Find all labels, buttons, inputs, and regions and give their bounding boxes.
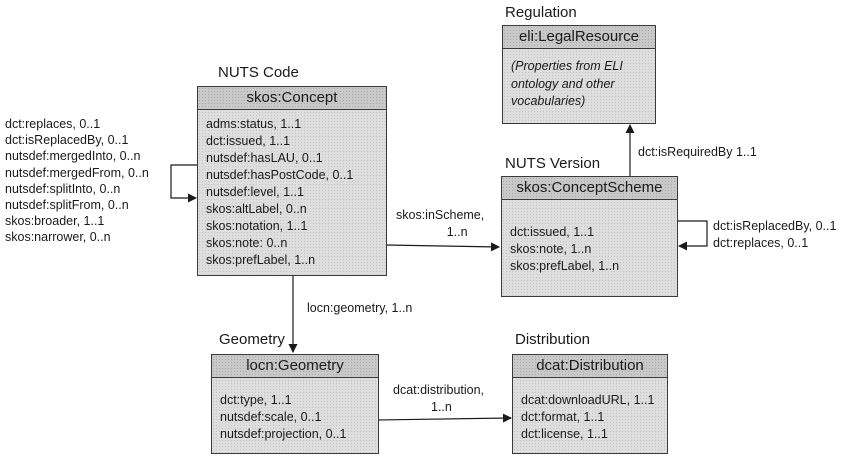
self-relation-label: dct:isReplacedBy, 0..1 — [713, 219, 837, 233]
distribution-property: dct:format, 1..1 — [521, 410, 605, 424]
distribution-label: Distribution — [515, 331, 591, 348]
is-required-by-edge-label: dct:isRequiredBy 1..1 — [638, 145, 757, 159]
self-relation-label: nutsdef:splitFrom, 0..n — [5, 198, 129, 213]
concept-scheme-property: skos:note, 1..n — [510, 242, 592, 256]
concept-scheme-body: dct:issued, 1..1 skos:note, 1..n skos:pr… — [502, 200, 677, 275]
edge-label-line: skos:inScheme, — [396, 208, 485, 222]
self-relation-label: skos:narrower, 0..n — [5, 230, 111, 245]
concept-property: skos:altLabel, 0..n — [206, 202, 307, 216]
distribution-edge — [377, 413, 512, 423]
concept-property: nutsdef:hasLAU, 0..1 — [206, 151, 323, 165]
legal-resource-line: ontology and other — [511, 76, 615, 91]
edge-label-line: 1..n — [446, 225, 468, 239]
legal-resource-title: eli:LegalResource — [503, 26, 655, 49]
geometry-edge-label: locn:geometry, 1..n — [307, 301, 413, 315]
concept-property: adms:status, 1..1 — [206, 117, 302, 131]
concept-title: skos:Concept — [198, 87, 386, 110]
concept-box: skos:Concept adms:status, 1..1 dct:issue… — [197, 86, 387, 276]
geometry-property: nutsdef:projection, 0..1 — [220, 427, 347, 441]
geometry-box: locn:Geometry dct:type, 1..1 nutsdef:sca… — [211, 354, 379, 454]
concept-property: skos:notation, 1..1 — [206, 219, 308, 233]
self-relation-label: nutsdef:mergedFrom, 0..n — [5, 165, 149, 180]
geometry-property: nutsdef:scale, 0..1 — [220, 410, 322, 424]
legal-resource-line: (Properties from ELI — [511, 59, 623, 73]
self-relation-label: nutsdef:mergedInto, 0..n — [5, 149, 141, 164]
concept-scheme-title: skos:ConceptScheme — [502, 177, 677, 200]
self-relation-label: nutsdef:splitInto, 0..n — [5, 181, 121, 196]
self-relation-label: skos:broader, 1..1 — [5, 214, 105, 229]
concept-property: nutsdef:level, 1..1 — [206, 185, 304, 199]
distribution-property: dct:license, 1..1 — [521, 427, 608, 441]
geometry-title: locn:Geometry — [212, 355, 378, 378]
concept-self-relations: dct:replaces, 0..1 dct:isReplacedBy, 0..… — [5, 116, 149, 246]
concept-body: adms:status, 1..1 dct:issued, 1..1 nutsd… — [198, 110, 386, 269]
concept-scheme-box: skos:ConceptScheme dct:issued, 1..1 skos… — [501, 176, 678, 297]
nuts-version-label: NUTS Version — [505, 155, 601, 172]
distribution-title: dcat:Distribution — [513, 355, 667, 378]
concept-property: dct:issued, 1..1 — [206, 134, 291, 148]
distribution-body: dcat:downloadURL, 1..1 dct:format, 1..1 … — [513, 378, 667, 443]
distribution-edge-label: dcat:distribution, 1..n — [393, 382, 484, 416]
geometry-body: dct:type, 1..1 nutsdef:scale, 0..1 nutsd… — [212, 378, 378, 443]
geometry-property: dct:type, 1..1 — [220, 393, 292, 407]
concept-property: skos:note: 0..n — [206, 236, 288, 250]
edge-label-line: 1..n — [431, 400, 452, 414]
legal-resource-body: (Properties from ELI ontology and other … — [503, 49, 655, 111]
concept-scheme-self-relations: dct:isReplacedBy, 0..1 dct:replaces, 0..… — [713, 218, 836, 252]
edge-label-line: dcat:distribution, — [393, 383, 485, 397]
self-relation-label: dct:isReplacedBy, 0..1 — [5, 133, 129, 148]
concept-scheme-self-loop — [677, 220, 708, 251]
concept-scheme-property: dct:issued, 1..1 — [510, 225, 595, 239]
in-scheme-edge — [385, 242, 500, 252]
geometry-label: Geometry — [219, 331, 285, 348]
concept-self-loop — [170, 164, 198, 203]
self-relation-label: dct:replaces, 0..1 — [5, 117, 101, 131]
legal-resource-line: vocabularies) — [511, 94, 586, 108]
nuts-code-label: NUTS Code — [218, 64, 299, 81]
concept-scheme-property: skos:prefLabel, 1..n — [510, 259, 620, 273]
self-relation-label: dct:replaces, 0..1 — [713, 236, 809, 250]
distribution-property: dcat:downloadURL, 1..1 — [521, 393, 655, 407]
legal-resource-box: eli:LegalResource (Properties from ELI o… — [502, 25, 656, 124]
distribution-box: dcat:Distribution dcat:downloadURL, 1..1… — [512, 354, 668, 454]
concept-property: skos:prefLabel, 1..n — [206, 253, 316, 267]
regulation-label: Regulation — [505, 4, 577, 21]
in-scheme-edge-label: skos:inScheme, 1..n — [396, 207, 484, 241]
concept-property: nutsdef:hasPostCode, 0..1 — [206, 168, 354, 182]
